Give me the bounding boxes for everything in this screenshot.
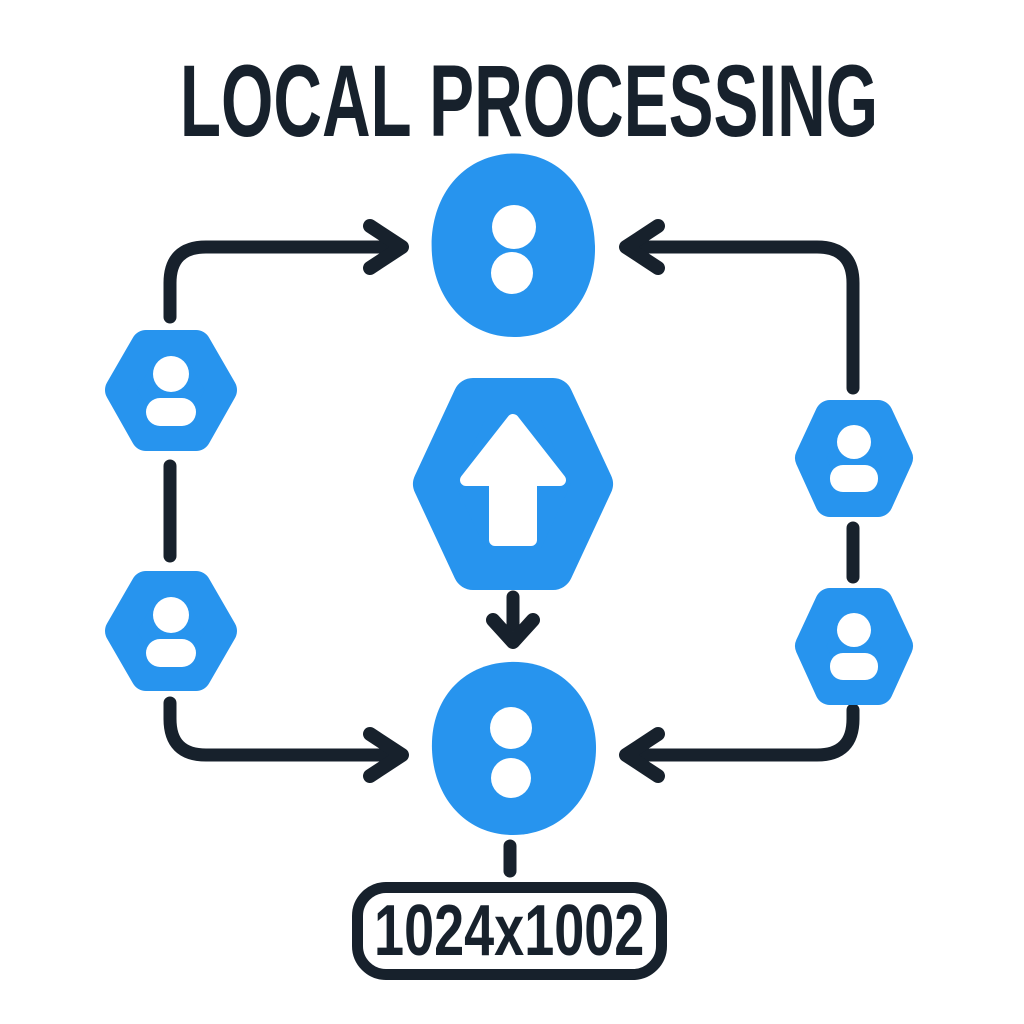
arrow-up-icon — [460, 414, 566, 546]
right-user-node-2 — [795, 588, 913, 705]
left-user-node-1 — [105, 330, 237, 451]
arrowhead-left-icon — [619, 219, 665, 275]
left-user-node-2 — [105, 571, 237, 691]
upload-node — [413, 378, 613, 590]
arrowhead-down-icon — [486, 613, 540, 649]
user-icon — [146, 597, 196, 667]
two-dots-icon — [490, 707, 532, 798]
size-label-text: 1024x1002 — [374, 891, 645, 971]
right-user-node-1 — [795, 400, 913, 517]
top-options-node — [431, 153, 596, 338]
user-icon — [146, 356, 196, 426]
size-label-box: 1024x1002 — [352, 882, 667, 980]
edge-right-user-2-to-bottom — [635, 703, 860, 762]
user-icon — [830, 613, 878, 680]
bottom-options-node — [431, 661, 597, 835]
edge-left-user-2-to-bottom — [163, 696, 393, 762]
arrowhead-left-icon — [619, 727, 665, 783]
edge-right-user-1-to-top — [635, 240, 860, 395]
arrowhead-right-icon — [363, 219, 409, 275]
arrowhead-right-icon — [363, 727, 409, 783]
edge-left-user-1-to-top — [163, 240, 393, 324]
page-title: LOCAL PROCESSING — [0, 50, 1024, 152]
user-icon — [830, 425, 878, 492]
page-title-text: LOCAL PROCESSING — [179, 44, 879, 158]
two-dots-icon — [491, 205, 536, 294]
